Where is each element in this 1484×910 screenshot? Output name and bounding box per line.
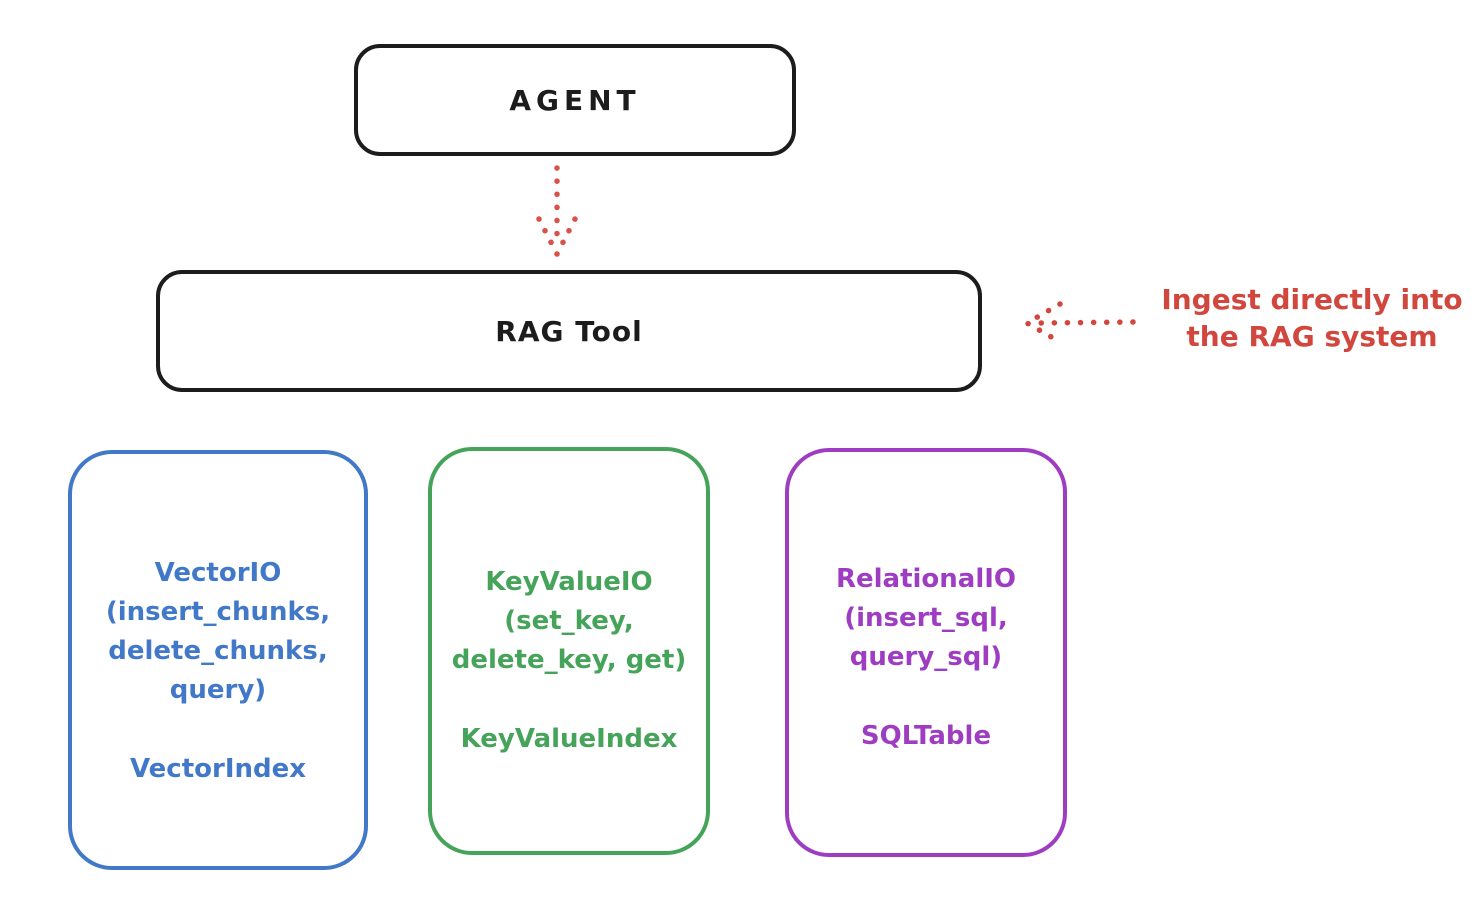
io-line: (set_key, bbox=[504, 606, 634, 636]
relational-io-box: RelationalIO (insert_sql, query_sql) SQL… bbox=[785, 448, 1067, 857]
io-line: VectorIO bbox=[154, 558, 282, 588]
annotation-line-2: the RAG system bbox=[1186, 320, 1438, 353]
io-line: KeyValueIO bbox=[485, 567, 653, 597]
keyvalue-io-methods: KeyValueIO (set_key, delete_key, get) bbox=[452, 563, 687, 680]
io-line: delete_chunks, bbox=[108, 636, 328, 666]
rag-tool-label: RAG Tool bbox=[495, 314, 643, 348]
annotation-line-1: Ingest directly into bbox=[1161, 283, 1463, 316]
keyvalue-io-box: KeyValueIO (set_key, delete_key, get) Ke… bbox=[428, 447, 710, 855]
io-line: query) bbox=[169, 675, 267, 705]
agent-label: AGENT bbox=[509, 83, 641, 117]
sql-table-label: SQLTable bbox=[860, 721, 992, 751]
rag-tool-box: RAG Tool bbox=[156, 270, 982, 392]
io-line: (insert_sql, bbox=[844, 603, 1008, 633]
vector-index-label: VectorIndex bbox=[129, 754, 307, 784]
relational-io-methods: RelationalIO (insert_sql, query_sql) bbox=[836, 560, 1016, 677]
annotation-text: Ingest directly into the RAG system bbox=[1140, 281, 1484, 355]
annotation-to-ragtool-arrow bbox=[1024, 301, 1136, 345]
io-line: query_sql) bbox=[849, 642, 1003, 672]
keyvalue-index-label: KeyValueIndex bbox=[460, 724, 678, 754]
io-line: RelationalIO bbox=[835, 564, 1017, 594]
agent-box: AGENT bbox=[354, 44, 796, 156]
io-line: delete_key, get) bbox=[451, 645, 687, 675]
agent-to-ragtool-arrow bbox=[536, 165, 578, 257]
io-line: (insert_chunks, bbox=[105, 597, 331, 627]
vector-io-methods: VectorIO (insert_chunks, delete_chunks, … bbox=[106, 554, 330, 710]
vector-io-box: VectorIO (insert_chunks, delete_chunks, … bbox=[68, 450, 368, 870]
